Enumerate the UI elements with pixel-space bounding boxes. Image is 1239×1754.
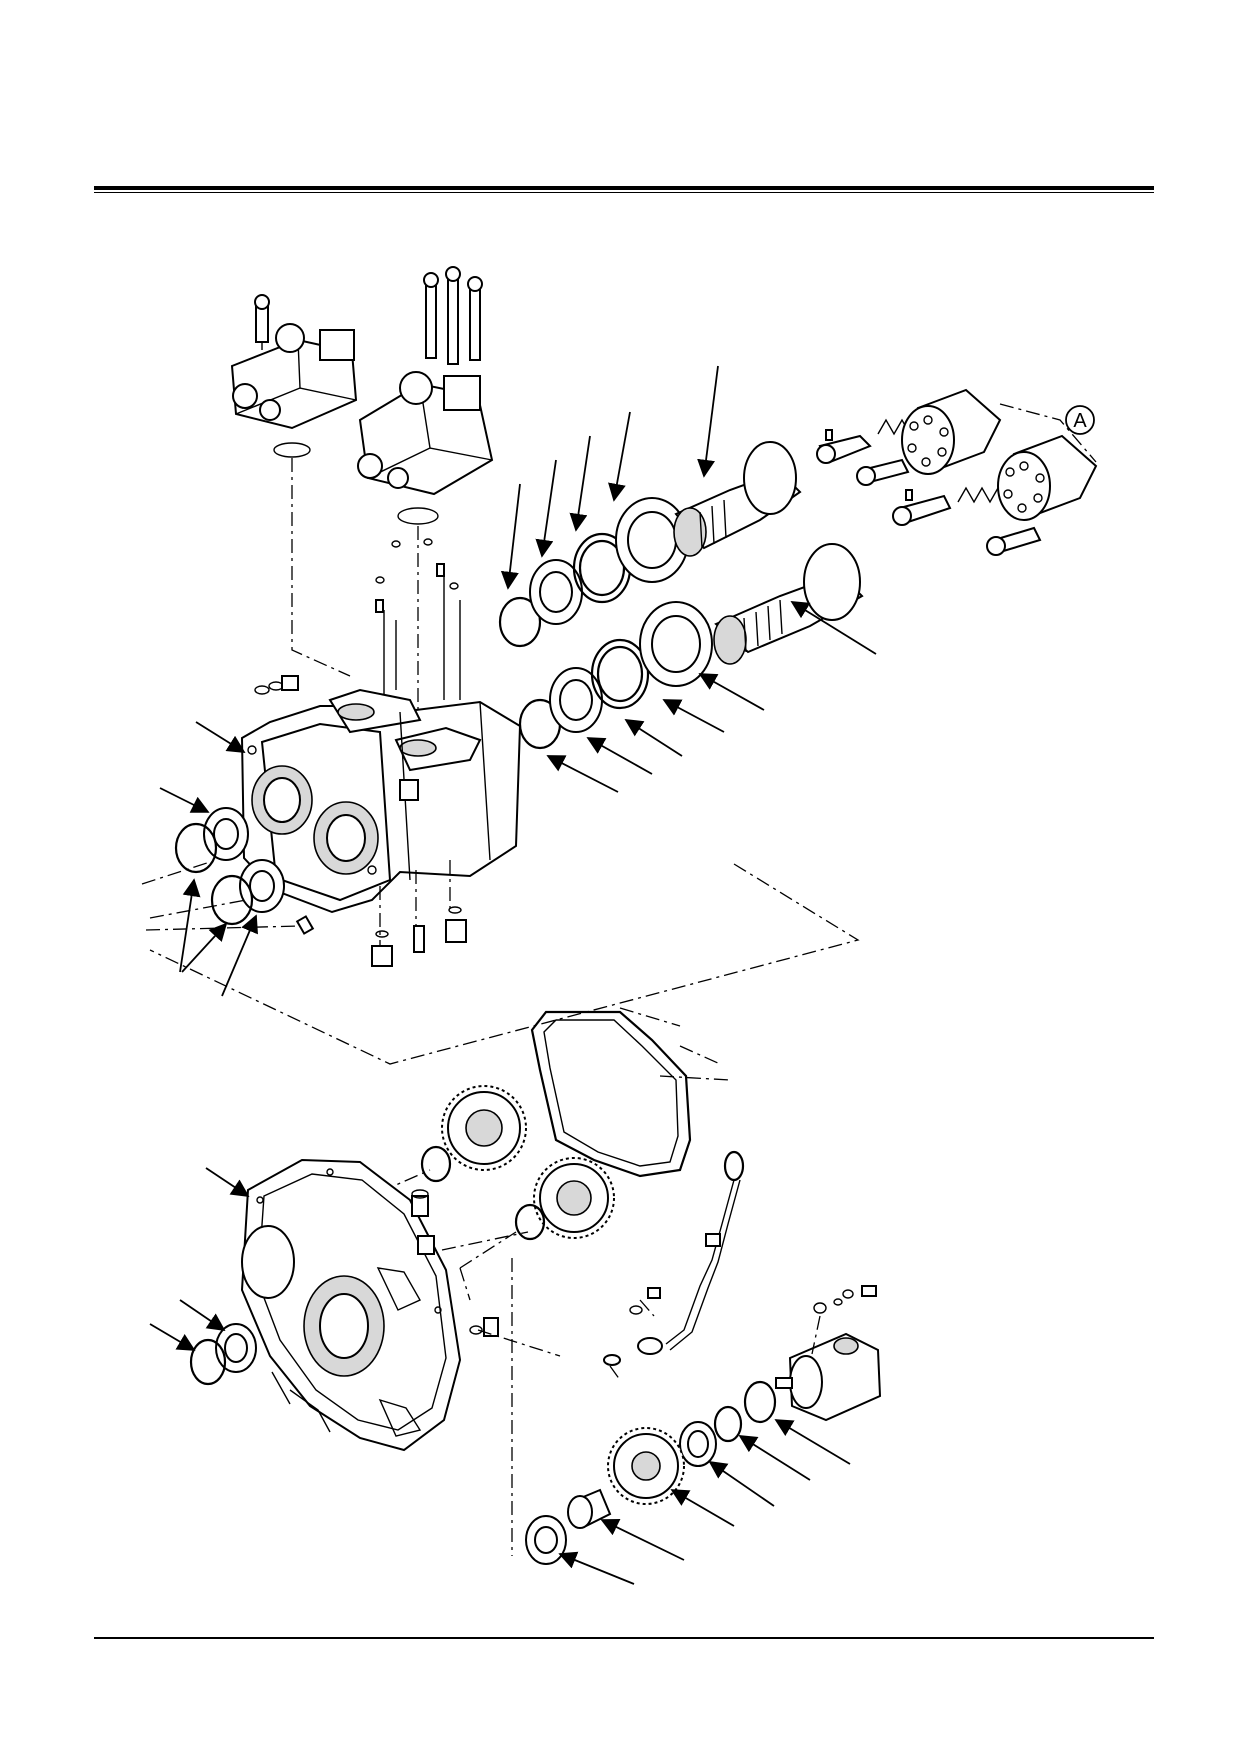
side-bolt: [254, 675, 299, 695]
bearings-upper-row: [498, 497, 689, 648]
pump-housing: [240, 688, 522, 914]
callout-label: A: [1073, 410, 1087, 432]
gear-medium: [533, 1157, 615, 1239]
charge-pump-rings: [679, 1380, 777, 1467]
regulator-valve-right: [357, 266, 494, 525]
drain-plugs: [371, 860, 467, 967]
small-pins-orings: [375, 538, 461, 700]
regulator-valve-left: [230, 294, 358, 458]
drive-shaft-lower: [713, 543, 864, 665]
charge-pump: [775, 1332, 882, 1422]
gear-large: [441, 1085, 527, 1171]
charge-drive-gear: [607, 1427, 685, 1505]
small-plug: [469, 1317, 499, 1337]
snap-rings: [420, 1145, 546, 1241]
header-rule: [94, 186, 1154, 190]
gearbox-cover: [240, 1158, 462, 1452]
drive-shaft-upper: [673, 441, 802, 557]
pistons-springs: [816, 418, 1042, 556]
bearings-lower-row: [518, 601, 713, 750]
header-rule-thin: [94, 192, 1154, 193]
gasket: [530, 1010, 692, 1178]
leader-arrows: [149, 365, 877, 1585]
spline-coupling: [567, 1488, 612, 1529]
footer-rule: [94, 1637, 1154, 1639]
cylinder-blocks: [901, 388, 1098, 521]
lower-left-seal: [189, 1323, 257, 1386]
breather-plug: [411, 1189, 429, 1217]
callout-a: A: [1065, 405, 1095, 435]
left-seals: [174, 807, 315, 935]
bottom-bearing: [525, 1515, 567, 1565]
charge-pump-bolts: [813, 1285, 877, 1314]
dipstick: [603, 1150, 745, 1366]
